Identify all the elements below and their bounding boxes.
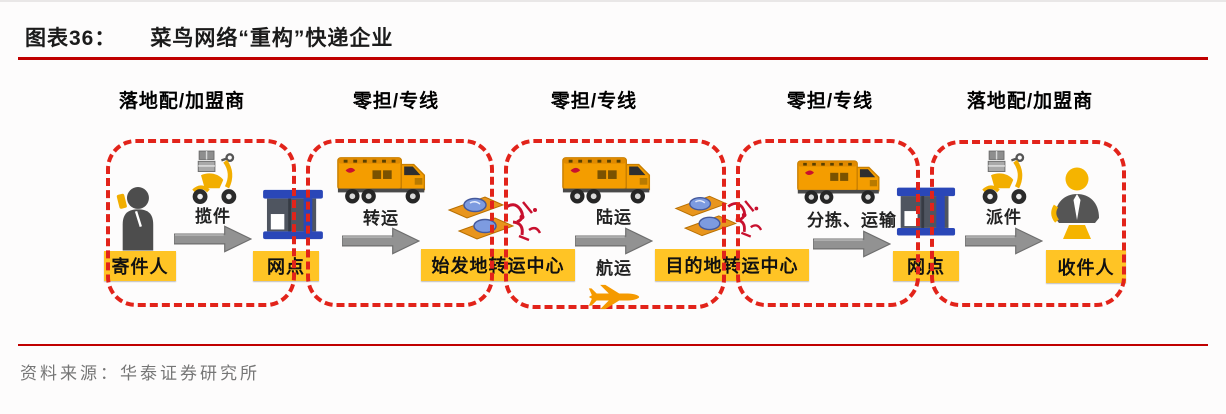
stage-label-ltl-3: 零担/专线: [786, 91, 874, 112]
cargo-truck-icon: [561, 149, 657, 207]
footer-divider-rule: [18, 344, 1208, 346]
flow-arrow-transfer: [342, 226, 420, 256]
node-receiver: 收件人: [1046, 250, 1126, 283]
source-note: 资料来源：华泰证券研究所: [20, 359, 260, 384]
receiver-person-icon: [1050, 166, 1102, 246]
flow-arrow-pickup: [174, 224, 252, 254]
arrow-label-transfer: 转运: [363, 209, 399, 228]
flow-arrow-linehaul: [575, 226, 653, 256]
stage-label-ltl-2: 零担/专线: [550, 91, 638, 112]
arrow-label-land-transport: 陆运: [596, 208, 632, 227]
arrow-label-delivery: 派件: [986, 208, 1022, 227]
sorting-center-icon: [672, 185, 762, 245]
arrow-label-sort-transport: 分拣、运输: [807, 211, 897, 230]
node-origin-transfer-center: 始发地转运中心: [421, 249, 575, 281]
node-destination-transfer-center: 目的地转运中心: [655, 249, 809, 281]
cargo-truck-icon: [793, 153, 889, 207]
delivery-scooter-icon: [978, 149, 1030, 207]
arrow-label-air-transport: 航运: [596, 259, 632, 278]
sender-person-icon: [116, 185, 158, 251]
source-value: 华泰证券研究所: [120, 364, 260, 383]
delivery-scooter-icon: [188, 149, 240, 207]
figure-title: 菜鸟网络“重构”快递企业: [150, 27, 394, 50]
node-branch-store-2: 网点: [893, 251, 959, 281]
stage-label-ltl-1: 零担/专线: [352, 91, 440, 112]
source-label: 资料来源：: [20, 364, 120, 383]
stage-label-landing-dist-2: 落地配/加盟商: [966, 91, 1094, 112]
sorting-center-icon: [445, 186, 541, 248]
arrow-label-pickup: 揽件: [195, 207, 231, 226]
node-branch-store-1: 网点: [253, 251, 319, 281]
flow-arrow-sort-transport: [813, 229, 891, 259]
figure-header: 图表36： 菜鸟网络“重构”快递企业: [25, 22, 393, 52]
header-divider-rule: [18, 57, 1208, 60]
flow-arrow-delivery: [965, 226, 1043, 256]
cargo-truck-icon: [336, 149, 432, 207]
stage-label-landing-dist-1: 落地配/加盟商: [118, 91, 246, 112]
airplane-icon: [588, 283, 640, 311]
branch-store-icon: [262, 188, 324, 242]
node-sender: 寄件人: [104, 251, 176, 281]
figure-number-label: 图表36：: [25, 27, 117, 50]
